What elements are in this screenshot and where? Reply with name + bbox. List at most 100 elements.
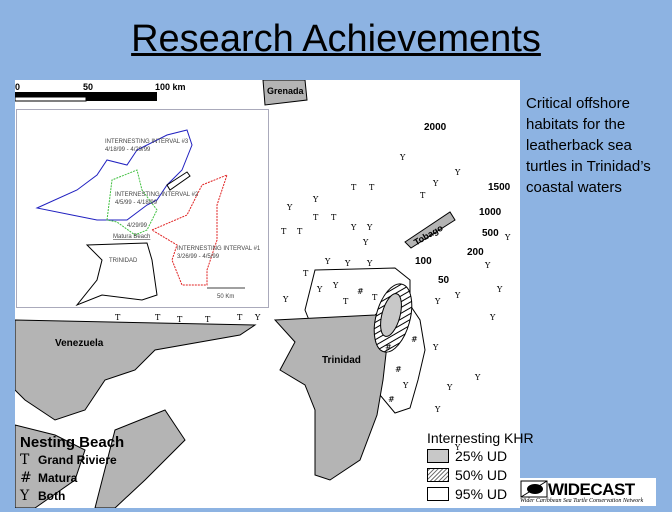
- nesting-mark: Y: [402, 381, 409, 390]
- map-svg: 0 50 100 km Grenada Tobago Trinidad Vene…: [15, 80, 511, 508]
- nesting-mark: Y: [434, 297, 441, 306]
- inset-island-label: TRINIDAD: [109, 258, 138, 264]
- swatch-25-icon: [427, 448, 449, 463]
- nesting-legend-heading: Nesting Beach: [20, 434, 125, 451]
- nesting-mark: Y: [434, 405, 441, 414]
- nesting-mark: Y: [504, 233, 511, 242]
- logo-tagline: Wider Caribbean Sea Turtle Conservation …: [520, 498, 644, 504]
- inset-beach-label: Matura Beach: [113, 234, 150, 240]
- venezuela-land: [15, 319, 257, 421]
- trinidad-label: Trinidad: [322, 355, 361, 366]
- nesting-mark: Y: [446, 383, 453, 392]
- inset-interval2-dates: 4/5/99 - 4/18/99: [115, 200, 158, 206]
- nesting-mark: #: [395, 365, 402, 374]
- turtle-icon: [520, 480, 548, 498]
- nesting-mark: Y: [282, 295, 289, 304]
- nesting-mark: T: [155, 313, 161, 322]
- nesting-mark: Y: [286, 203, 293, 212]
- depth-50: 50: [438, 275, 450, 286]
- nesting-mark: Y: [362, 238, 369, 247]
- inset-scale-label: 50 Km: [217, 294, 234, 300]
- depth-labels: 2000 1500 1000 500 200 100 50: [415, 122, 511, 286]
- inset-tracking-map: INTERNESTING INTERVAL #3 4/18/99 - 4/29/…: [16, 109, 269, 308]
- nesting-mark: T: [343, 297, 349, 306]
- map: 0 50 100 km Grenada Tobago Trinidad Vene…: [15, 80, 520, 508]
- inset-interval3-label: INTERNESTING INTERVAL #3: [105, 139, 189, 145]
- scale-tick-50: 50: [83, 82, 93, 92]
- scale-tick-100: 100 km: [155, 82, 186, 92]
- nesting-mark: T: [281, 227, 287, 236]
- nesting-mark: #: [411, 335, 418, 344]
- y-symbol-icon: Y: [20, 488, 30, 504]
- nesting-mark: T: [372, 293, 378, 302]
- interval2-track: [106, 169, 158, 236]
- nesting-mark: T: [177, 315, 183, 324]
- depth-100: 100: [415, 256, 432, 267]
- nesting-mark: Y: [454, 443, 461, 452]
- slide-title: Research Achievements: [131, 18, 541, 60]
- nesting-mark: Y: [496, 285, 503, 294]
- widecast-logo: WIDECAST Wider Caribbean Sea Turtle Cons…: [518, 478, 656, 506]
- interval3-track: [35, 129, 193, 221]
- tobago-land: [404, 211, 456, 249]
- legend-item-grand-riviere: T Grand Riviere: [20, 451, 124, 469]
- t-symbol-icon: T: [20, 452, 30, 468]
- nesting-mark: T: [303, 269, 309, 278]
- logo-name: WIDECAST: [548, 480, 635, 499]
- grenada-label: Grenada: [267, 86, 305, 96]
- legend-label: Both: [38, 489, 66, 503]
- legend-item-25: 25% UD: [427, 446, 534, 465]
- nesting-mark: Y: [484, 261, 491, 270]
- nesting-mark: T: [115, 313, 121, 322]
- nesting-mark: #: [357, 287, 364, 296]
- nesting-mark: Y: [254, 313, 261, 322]
- inset-date-point: 4/29/99: [127, 223, 148, 229]
- nesting-mark: Y: [454, 168, 461, 177]
- nesting-mark: T: [351, 183, 357, 192]
- nesting-mark: #: [388, 395, 395, 404]
- nesting-mark: #: [385, 343, 392, 352]
- depth-1500: 1500: [488, 182, 511, 193]
- nesting-mark: Y: [350, 223, 357, 232]
- nesting-mark: Y: [366, 223, 373, 232]
- nesting-mark: Y: [432, 343, 439, 352]
- nesting-mark: Y: [316, 285, 323, 294]
- depth-200: 200: [467, 247, 484, 258]
- legend-item-50: 50% UD: [427, 465, 534, 484]
- interval1-track: [150, 174, 228, 286]
- nesting-mark: Y: [489, 313, 496, 322]
- swatch-50-icon: [427, 467, 449, 482]
- depth-1000: 1000: [479, 207, 502, 218]
- nesting-mark: Y: [474, 373, 481, 382]
- inset-interval1-label: INTERNESTING INTERVAL #1: [177, 246, 261, 252]
- scale-bar: [15, 92, 157, 97]
- khr-25-contour: [380, 293, 402, 337]
- nesting-mark: Y: [344, 259, 351, 268]
- legend-item-both: Y Both: [20, 487, 124, 505]
- nesting-mark: T: [420, 191, 426, 200]
- inset-interval3-dates: 4/18/99 - 4/29/99: [105, 147, 151, 153]
- swatch-95-icon: [427, 486, 449, 501]
- nesting-mark: T: [297, 227, 303, 236]
- inset-interval1-dates: 3/26/99 - 4/5/99: [177, 254, 220, 260]
- legend-label: 25% UD: [455, 447, 508, 464]
- nesting-mark: T: [331, 213, 337, 222]
- depth-500: 500: [482, 228, 499, 239]
- legend-label: 50% UD: [455, 466, 508, 483]
- venezuela-label: Venezuela: [55, 338, 104, 349]
- nesting-mark: T: [313, 213, 319, 222]
- nesting-mark: Y: [454, 291, 461, 300]
- nesting-mark: Y: [324, 257, 331, 266]
- nesting-mark: Y: [432, 179, 439, 188]
- hash-symbol-icon: #: [20, 470, 32, 486]
- legend-label: 95% UD: [455, 485, 508, 502]
- nesting-mark: Y: [366, 259, 373, 268]
- legend-item-95: 95% UD: [427, 484, 534, 503]
- side-caption: Critical offshore habitats for the leath…: [526, 95, 651, 196]
- legend-label: Grand Riviere: [38, 453, 117, 467]
- scale-tick-0: 0: [15, 82, 20, 92]
- khr-legend: Internesting KHR 25% UD 50% UD 95% UD: [427, 430, 534, 503]
- nesting-mark: Y: [332, 281, 339, 290]
- inset-trinidad-outline: [75, 242, 158, 307]
